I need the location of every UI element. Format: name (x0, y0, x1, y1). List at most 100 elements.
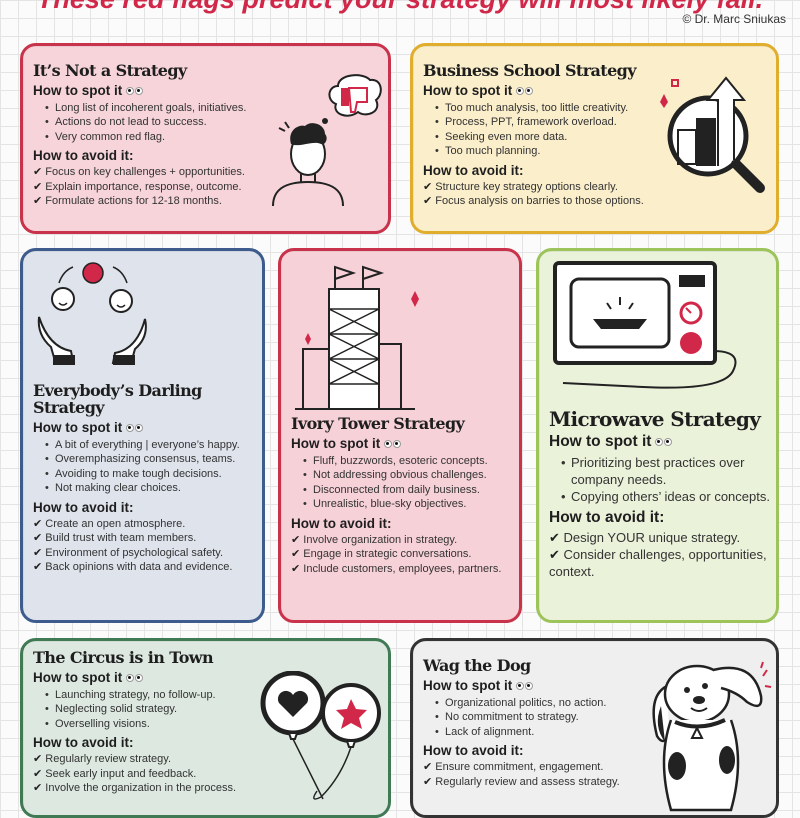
avoid-item: Structure key strategy options clearly. (423, 180, 673, 195)
thinking-person-thumbs-down-icon (272, 74, 382, 207)
spot-list: Too much analysis, too little creativity… (423, 101, 673, 159)
spot-item: A bit of everything | everyone’s happy. (45, 438, 262, 453)
spot-list: Organizational politics, no action.No co… (423, 696, 653, 740)
avoid-list: Regularly review strategy.Seek early inp… (33, 752, 273, 796)
eyes-icon (515, 678, 534, 693)
spot-item: Disconnected from daily business. (303, 483, 519, 498)
avoid-item: Formulate actions for 12-18 months. (33, 194, 313, 209)
balloons-icon (260, 671, 381, 800)
spot-item: Process, PPT, framework overload. (435, 115, 673, 130)
spot-item: Launching strategy, no follow-up. (45, 688, 273, 703)
card-title: It’s Not a Strategy (33, 61, 187, 80)
spot-item: Too much planning. (435, 144, 673, 159)
spot-item: Not addressing obvious challenges. (303, 468, 519, 483)
card-the-circus-is-in-town: The Circus is in Town How to spot it Laun… (20, 638, 391, 818)
avoid-item: Ensure commitment, engagement. (423, 760, 653, 775)
card-everybodys-darling-strategy: Everybody’s Darling Strategy How to spot… (20, 248, 265, 623)
magnifier-chart-icon (660, 76, 765, 193)
spot-item: Overemphasizing consensus, teams. (45, 452, 262, 467)
ivory-tower-icon (295, 265, 419, 410)
avoid-heading: How to avoid it: (291, 515, 392, 531)
spot-item: Too much analysis, too little creativity… (435, 101, 673, 116)
avoid-item: Consider challenges, opportunities, cont… (549, 546, 776, 580)
eyes-icon (383, 436, 402, 451)
spot-item: Avoiding to make tough decisions. (45, 467, 262, 482)
spot-list: A bit of everything | everyone’s happy.O… (33, 438, 262, 496)
card-title: Microwave Strategy (549, 407, 761, 431)
spot-list: Prioritizing best practices over company… (549, 454, 776, 505)
juggling-hands-smileys-icon (37, 262, 147, 365)
avoid-item: Back opinions with data and evidence. (33, 560, 262, 575)
spot-item: Very common red flag. (45, 130, 313, 145)
eyes-icon (654, 433, 673, 451)
spot-list: Launching strategy, no follow-up.Neglect… (33, 688, 273, 732)
avoid-item: Involve the organization in the process. (33, 781, 273, 796)
spot-heading: How to spot it (423, 83, 673, 98)
avoid-item: Design YOUR unique strategy. (549, 529, 776, 546)
avoid-item: Involve organization in strategy. (291, 533, 519, 548)
eyes-icon (125, 420, 144, 435)
avoid-list: Involve organization in strategy.Engage … (291, 533, 519, 577)
avoid-list: Structure key strategy options clearly.F… (423, 180, 673, 209)
copyright: © Dr. Marc Sniukas (682, 12, 786, 26)
avoid-item: Focus on key challenges + opportunities. (33, 165, 313, 180)
spot-list: Long list of incoherent goals, initiativ… (33, 101, 313, 145)
avoid-item: Explain importance, response, outcome. (33, 180, 313, 195)
avoid-item: Focus analysis on barries to those optio… (423, 194, 673, 209)
spot-heading: How to spot it (33, 670, 273, 685)
spot-item: Organizational politics, no action. (435, 696, 653, 711)
avoid-list: Ensure commitment, engagement.Regularly … (423, 760, 653, 789)
spot-heading: How to spot it (549, 433, 776, 451)
card-title: The Circus is in Town (33, 648, 214, 667)
avoid-heading: How to avoid it: (33, 148, 134, 164)
spot-item: Actions do not lead to success. (45, 115, 313, 130)
spot-item: Lack of alignment. (435, 725, 653, 740)
avoid-item: Regularly review and assess strategy. (423, 775, 653, 790)
spot-item: Unrealistic, blue-sky objectives. (303, 497, 519, 512)
spot-item: Copying others’ ideas or concepts. (561, 488, 776, 505)
avoid-item: Regularly review strategy. (33, 752, 273, 767)
avoid-heading: How to avoid it: (33, 499, 134, 515)
headline: These red flags predict your strategy wi… (0, 0, 800, 15)
spot-item: Seeking even more data. (435, 130, 673, 145)
eyes-icon (515, 83, 534, 98)
spot-item: Overselling visions. (45, 717, 273, 732)
dog-icon (652, 661, 772, 812)
avoid-item: Environment of psychological safety. (33, 546, 262, 561)
spot-item: Neglecting solid strategy. (45, 702, 273, 717)
card-business-school-strategy: Business School Strategy How to spot it T… (410, 43, 779, 234)
avoid-list: Focus on key challenges + opportunities.… (33, 165, 313, 209)
card-its-not-a-strategy: It’s Not a Strategy How to spot it Long l… (20, 43, 391, 234)
spot-item: Prioritizing best practices over company… (561, 454, 776, 488)
avoid-heading: How to avoid it: (423, 162, 524, 178)
avoid-item: Include customers, employees, partners. (291, 562, 519, 577)
eyes-icon (125, 670, 144, 685)
eyes-icon (125, 83, 144, 98)
avoid-item: Seek early input and feedback. (33, 767, 273, 782)
spot-heading: How to spot it (291, 436, 519, 451)
spot-item: Long list of incoherent goals, initiativ… (45, 101, 313, 116)
avoid-item: Build trust with team members. (33, 531, 262, 546)
avoid-heading: How to avoid it: (423, 743, 524, 759)
spot-heading: How to spot it (33, 83, 313, 98)
spot-item: No commitment to strategy. (435, 710, 653, 725)
microwave-icon (553, 261, 737, 389)
card-wag-the-dog: Wag the Dog How to spot it Organizational… (410, 638, 779, 818)
avoid-item: Engage in strategic conversations. (291, 547, 519, 562)
spot-item: Fluff, buzzwords, esoteric concepts. (303, 454, 519, 469)
spot-list: Fluff, buzzwords, esoteric concepts.Not … (291, 454, 519, 512)
avoid-heading: How to avoid it: (33, 735, 134, 751)
card-microwave-strategy: Microwave Strategy How to spot it Priorit… (536, 248, 779, 623)
spot-heading: How to spot it (33, 420, 262, 435)
card-title: Business School Strategy (423, 61, 637, 80)
avoid-list: Create an open atmosphere.Build trust wi… (33, 517, 262, 575)
spot-item: Not making clear choices. (45, 481, 262, 496)
card-title: Ivory Tower Strategy (291, 414, 465, 433)
card-ivory-tower-strategy: Ivory Tower Strategy How to spot it Fluff… (278, 248, 522, 623)
avoid-item: Create an open atmosphere. (33, 517, 262, 532)
card-title: Everybody’s Darling Strategy (33, 381, 202, 417)
avoid-list: Design YOUR unique strategy.Consider cha… (549, 529, 776, 580)
avoid-heading: How to avoid it: (549, 509, 665, 526)
spot-heading: How to spot it (423, 678, 653, 693)
card-title: Wag the Dog (423, 656, 531, 675)
